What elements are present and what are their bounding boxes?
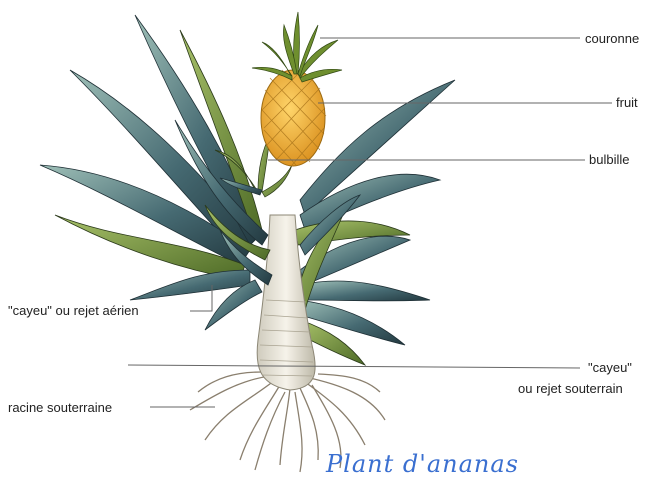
- label-cayeu-aerien: "cayeu" ou rejet aérien: [8, 303, 139, 319]
- label-cayeu-souterrain-line2: ou rejet souterrain: [518, 381, 623, 397]
- label-fruit: fruit: [616, 95, 638, 111]
- label-couronne: couronne: [585, 31, 639, 47]
- caption: Plant d'ananas: [326, 450, 519, 478]
- label-racine: racine souterraine: [8, 400, 112, 416]
- label-bulbille: bulbille: [589, 152, 629, 168]
- label-cayeu-souterrain-line1: "cayeu": [588, 360, 632, 376]
- crown: [252, 12, 342, 82]
- leader-line-cayeu-souterrain: [128, 365, 580, 368]
- leaves-back: [40, 15, 262, 330]
